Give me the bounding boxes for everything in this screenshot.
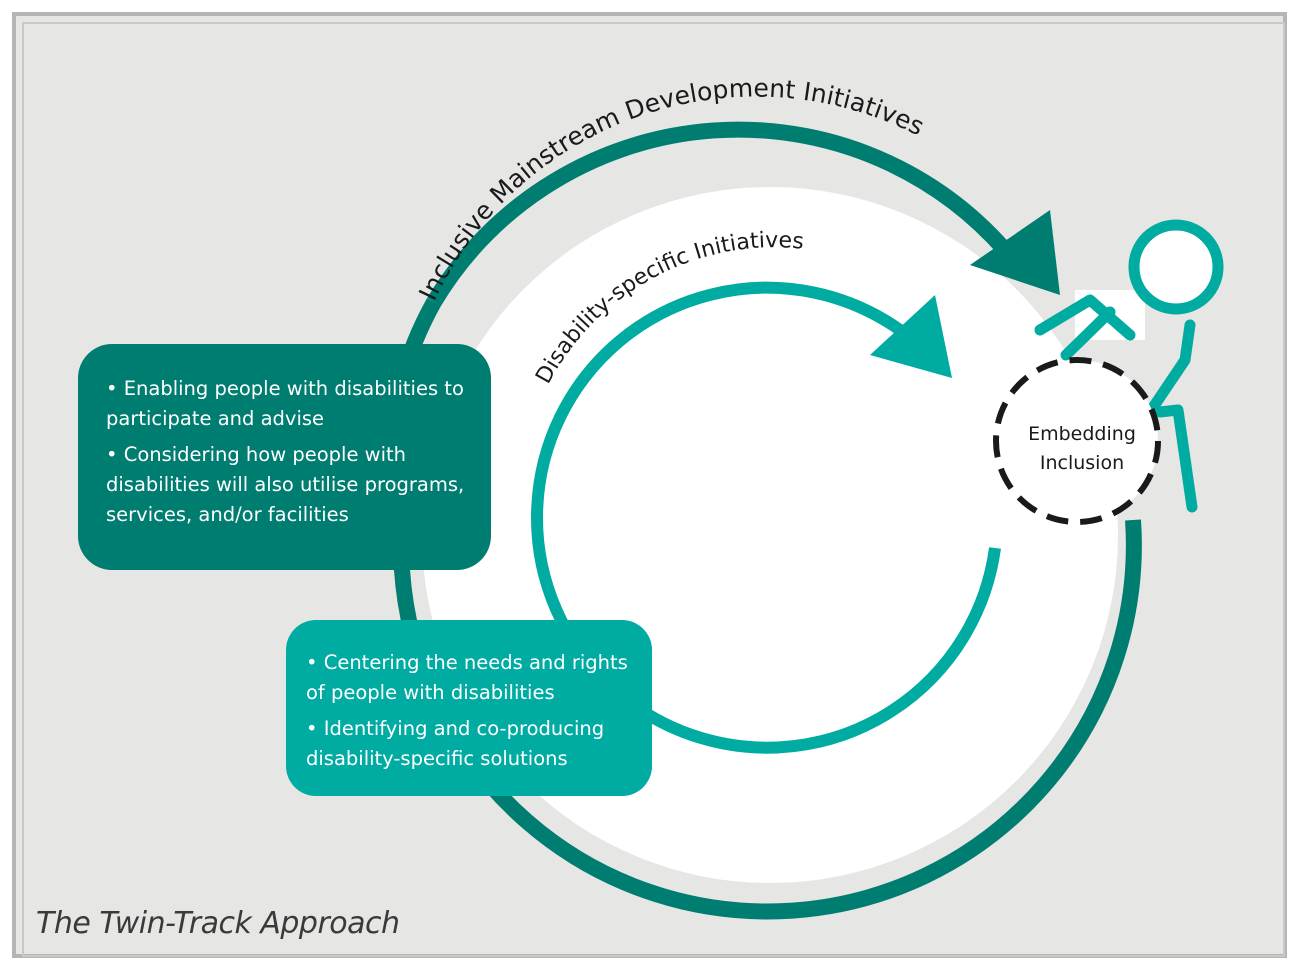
embedding-inclusion-circle <box>993 357 1161 525</box>
mainstream-bullet-2: • Considering how people with disabiliti… <box>106 443 465 526</box>
specific-bullet-1: • Centering the needs and rights of peop… <box>306 651 628 704</box>
mainstream-initiatives-box: • Enabling people with disabilities to p… <box>78 344 491 570</box>
disability-specific-box: • Centering the needs and rights of peop… <box>286 620 652 796</box>
outer-track-upper <box>427 121 1022 307</box>
inner-arrow-icon <box>870 295 952 378</box>
specific-bullet-2: • Identifying and co-producing disabilit… <box>306 717 605 770</box>
diagram-caption: The Twin-Track Approach <box>36 906 400 941</box>
outer-arrow-icon <box>970 210 1060 295</box>
inner-track <box>531 281 1001 754</box>
embedding-label-line2: Inclusion <box>1039 452 1125 474</box>
embedding-inclusion-label: Embedding Inclusion <box>1002 420 1162 478</box>
mainstream-bullet-1: • Enabling people with disabilities to p… <box>106 377 464 430</box>
embedding-label-line1: Embedding <box>1028 423 1136 445</box>
wheelchair-user-icon <box>1034 219 1224 513</box>
